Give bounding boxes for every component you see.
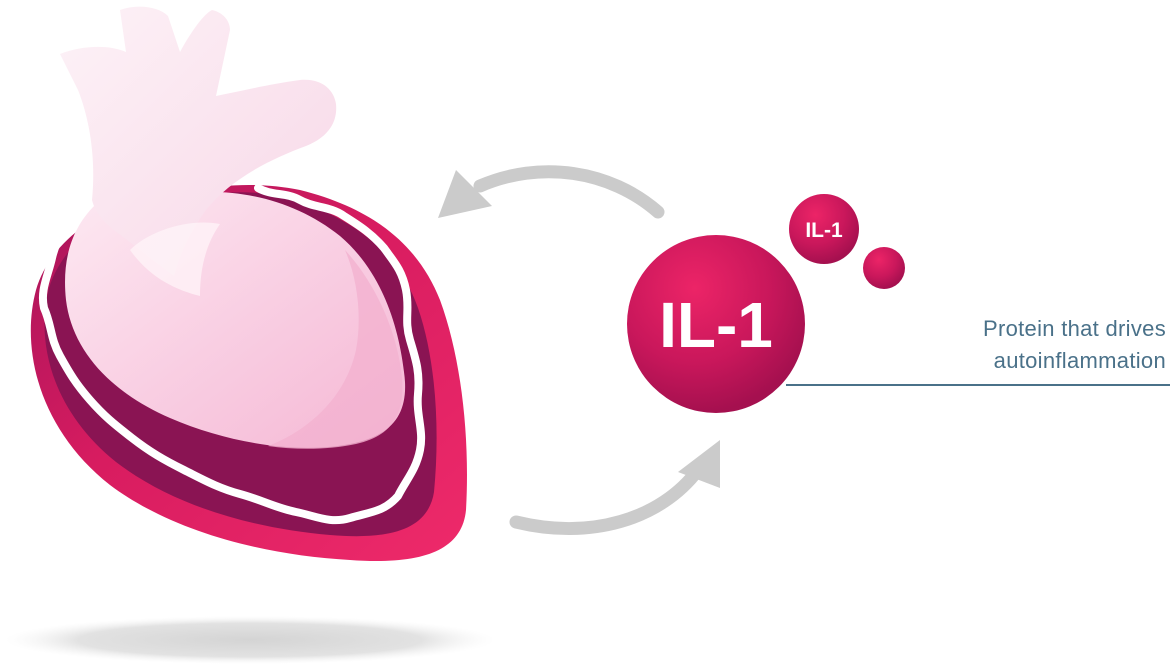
il1-large-label: IL-1 [659, 289, 773, 361]
il1-molecule-large: IL-1 [627, 235, 805, 413]
il1-molecule-dot [863, 247, 905, 289]
arrow-bottom-head-icon [678, 440, 720, 488]
heart-ventricle-shade [268, 250, 403, 449]
circular-arrows [438, 165, 720, 535]
heart-aorta [60, 6, 337, 276]
arrow-bottom-curve [509, 463, 705, 535]
description-line-2: autoinflammation [993, 348, 1166, 373]
il1-description: Protein that drives autoinflammation [906, 313, 1166, 377]
arrow-top-curve [473, 165, 665, 219]
heart-highlight [130, 222, 220, 296]
heart-membrane [39, 184, 426, 525]
heart-illustration [30, 6, 467, 562]
il1-molecule-small: IL-1 [789, 194, 859, 264]
arrow-top-head-icon [438, 170, 492, 218]
description-line-1: Protein that drives [982, 316, 1166, 341]
il1-small-label: IL-1 [805, 219, 843, 242]
floor-shadow [5, 616, 495, 664]
